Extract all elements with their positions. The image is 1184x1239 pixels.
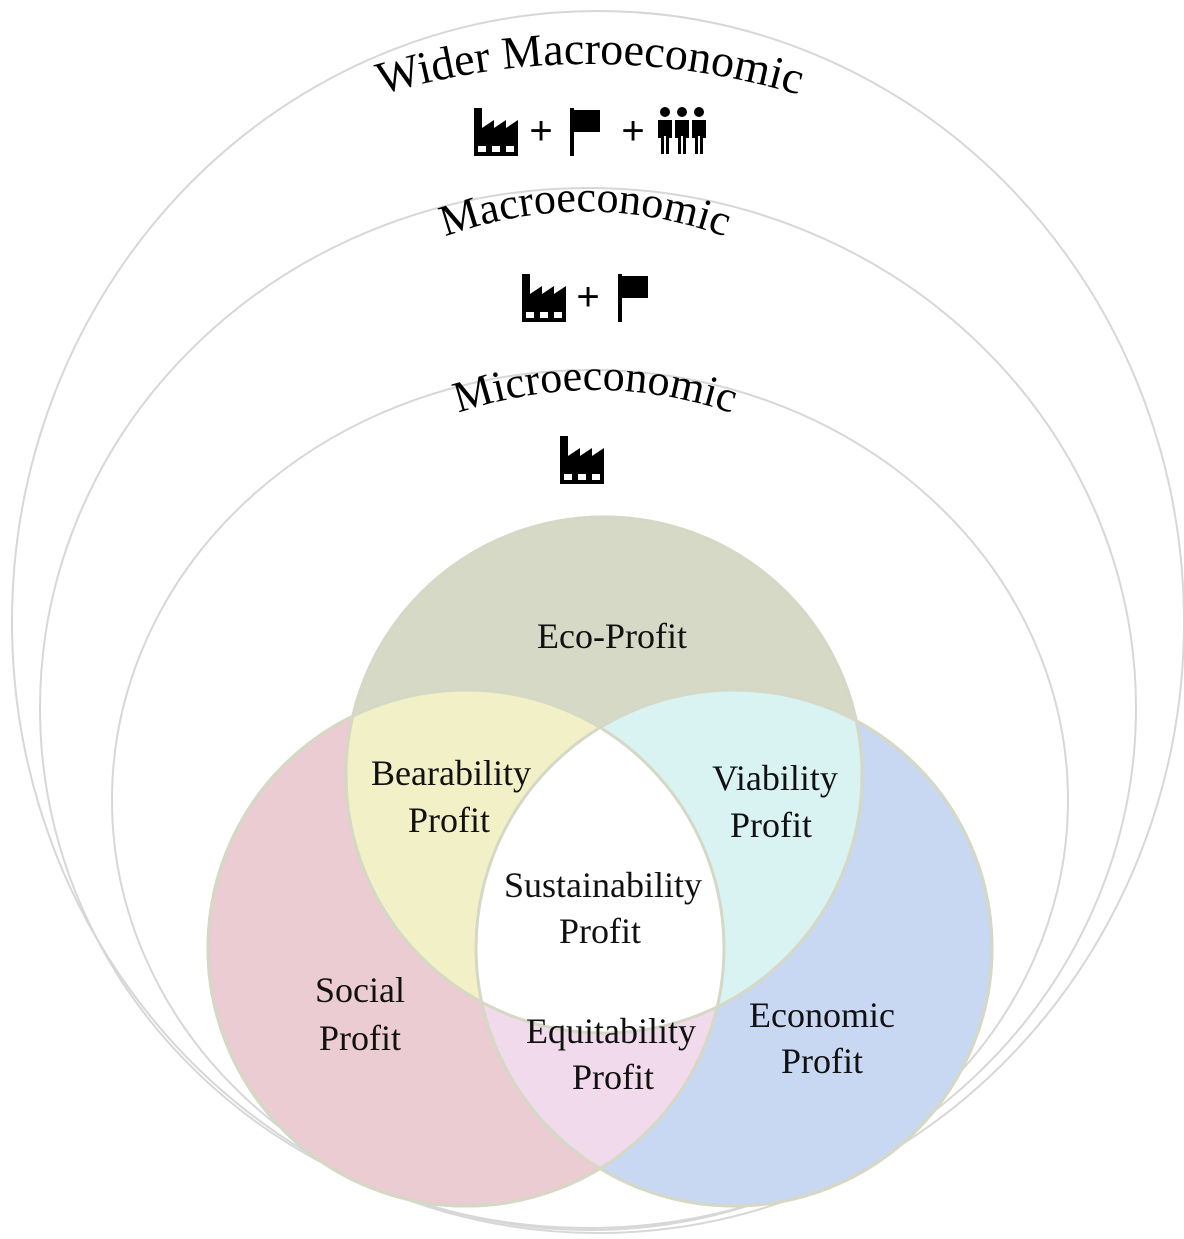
venn-outlines: [206, 515, 994, 1208]
macro-title: Macroeconomic: [433, 172, 737, 246]
people-icon: [658, 107, 706, 154]
bearability-label-line2: Profit: [408, 800, 490, 840]
level-circles: [11, 10, 1184, 1234]
micro-icons: [560, 436, 604, 484]
social-label: Social: [315, 970, 405, 1010]
plus-sign: +: [621, 109, 644, 153]
sustainability-label: Sustainability: [504, 865, 702, 905]
factory-icon: [560, 436, 604, 484]
wider-macro-circle: [11, 10, 1184, 1234]
factory-icon: [474, 108, 518, 156]
micro-title: Microeconomic: [447, 351, 743, 423]
micro-circle: [111, 369, 1069, 1231]
plus-sign: +: [576, 275, 599, 319]
sustainability-label-line2: Profit: [559, 911, 641, 951]
economic-label-line2: Profit: [781, 1041, 863, 1081]
macro-icons: +: [522, 274, 648, 322]
flag-icon: [570, 108, 600, 156]
wider-macro-icons: + +: [474, 107, 706, 156]
flag-icon: [618, 274, 648, 322]
economic-label: Economic: [749, 995, 895, 1035]
viability-label-line2: Profit: [730, 805, 812, 845]
plus-sign: +: [529, 109, 552, 153]
venn-diagram: Eco-Profit Bearability Profit Viability …: [206, 515, 994, 1208]
equitability-label: Equitability: [526, 1011, 696, 1051]
bearability-label: Bearability: [371, 753, 531, 793]
factory-icon: [522, 274, 566, 322]
macro-circle: [39, 187, 1137, 1229]
social-label-line2: Profit: [319, 1018, 401, 1058]
sustainability-region: [476, 690, 724, 1033]
viability-label: Viability: [712, 758, 838, 798]
eco-profit-label: Eco-Profit: [537, 616, 687, 656]
equitability-label-line2: Profit: [572, 1057, 654, 1097]
